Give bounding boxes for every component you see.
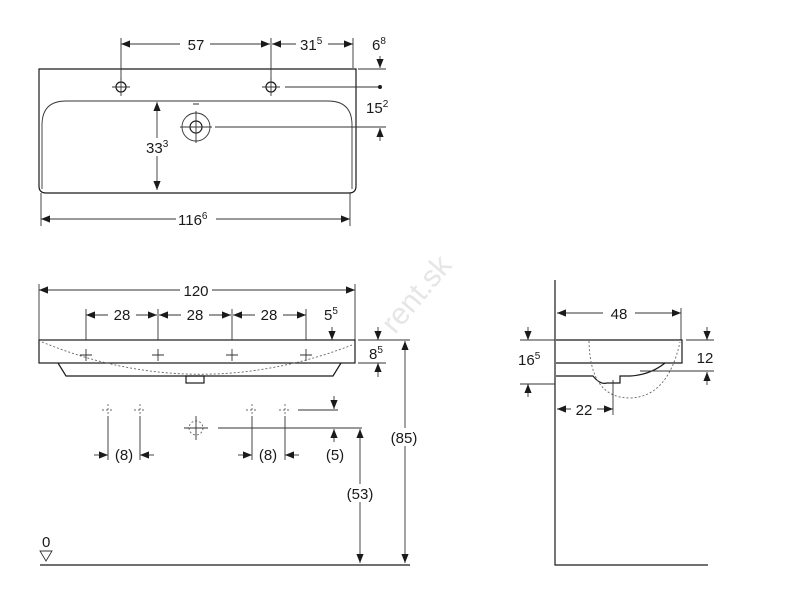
dim-85: (85) [391, 430, 418, 447]
dim-6-8: 68 [372, 36, 386, 54]
dim-5-5: 55 [324, 306, 338, 324]
dim-16-5: 165 [518, 351, 541, 369]
dim-48: 48 [611, 306, 628, 323]
basin-outline [38, 68, 357, 194]
dim-28-a: 28 [114, 307, 131, 324]
wall-and-floor [554, 280, 708, 566]
dim-33-3: 333 [146, 139, 169, 157]
tap-hole-right [262, 78, 280, 96]
dim-22: 22 [576, 402, 593, 419]
side-rim [556, 339, 683, 364]
drain-outlet [185, 375, 205, 384]
dim-12: 12 [697, 350, 714, 367]
watermark: rent.sk [375, 249, 459, 340]
top-view: 57 315 68 152 333 1166 [38, 35, 389, 229]
side-view: 48 165 12 22 [518, 280, 714, 566]
dim-53: (53) [347, 486, 374, 503]
dim-31-5: 315 [300, 36, 323, 54]
front-view: 120 28 28 28 55 85 (8) (8) [38, 281, 422, 566]
bowl-outline [41, 100, 353, 189]
side-body [556, 362, 666, 384]
level-triangle-icon [39, 550, 53, 562]
drain [180, 103, 212, 143]
basin-rim [38, 339, 356, 364]
dim-28-b: 28 [187, 307, 204, 324]
tap-markers [80, 349, 312, 361]
dim-57: 57 [188, 37, 205, 54]
dim-5-offset: (5) [326, 447, 344, 464]
dim-8-right: (8) [259, 447, 277, 464]
dim-116-6: 1166 [178, 211, 208, 229]
floor-level-label: 0 [42, 534, 50, 551]
dim-8-5: 85 [369, 345, 383, 363]
dim-120: 120 [183, 283, 208, 300]
connection-markers [102, 404, 291, 436]
dim-8-left: (8) [115, 447, 133, 464]
dim-15-2: 152 [366, 99, 389, 117]
dim-28-c: 28 [261, 307, 278, 324]
tap-hole-left [112, 78, 130, 96]
